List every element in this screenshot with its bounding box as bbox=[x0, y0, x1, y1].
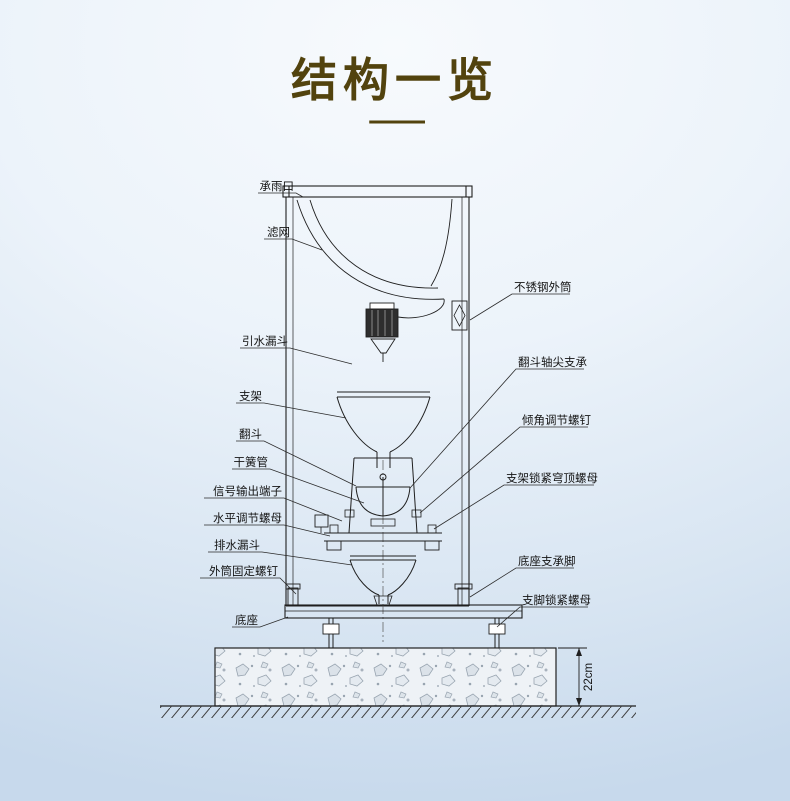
label-cylinder-fixing-screw: 外筒固定螺钉 bbox=[209, 564, 278, 578]
label-reed-switch: 干簧管 bbox=[234, 455, 269, 469]
label-level-adjust-nut: 水平调节螺母 bbox=[213, 512, 282, 525]
mounting-plate bbox=[314, 514, 442, 551]
label-stainless-outer-cylinder: 不锈钢外筒 bbox=[514, 280, 572, 294]
label-rain-inlet: 承雨口 bbox=[260, 180, 295, 193]
label-base-support-foot: 底座支承脚 bbox=[518, 554, 576, 568]
label-base: 底座 bbox=[235, 613, 258, 627]
label-tipping-bucket: 翻斗 bbox=[239, 427, 262, 441]
label-bracket: 支架 bbox=[239, 390, 262, 403]
label-drain-funnel: 排水漏斗 bbox=[214, 538, 260, 552]
filter-screen-unit bbox=[365, 302, 399, 362]
base-plate bbox=[284, 583, 523, 619]
label-tilt-adjust-screw: 倾角调节螺钉 bbox=[522, 414, 591, 427]
tipping-bucket-shape bbox=[355, 473, 411, 527]
label-filter-screen: 滤网 bbox=[267, 226, 290, 239]
label-water-guide-funnel: 引水漏斗 bbox=[242, 334, 288, 348]
concrete-foundation bbox=[214, 647, 557, 707]
label-bracket-lock-nut: 支架锁紧穹顶螺母 bbox=[506, 471, 598, 485]
label-foot-lock-nut: 支脚锁紧螺母 bbox=[522, 593, 591, 607]
rain-collector-rim bbox=[282, 185, 473, 198]
label-signal-output-terminal: 信号输出端子 bbox=[213, 484, 282, 498]
part-labels: 承雨口 滤网 引水漏斗 支架 翻斗 干簧管 信号输出端子 水平调节螺母 排水漏斗… bbox=[209, 180, 598, 627]
title-divider: —— bbox=[369, 104, 425, 137]
water-guide-funnel-shape bbox=[336, 391, 431, 468]
dimension-22cm bbox=[558, 647, 587, 707]
label-bucket-pivot-support: 翻斗轴尖支承 bbox=[518, 355, 587, 369]
leader-lines bbox=[200, 192, 594, 628]
outer-cylinder-walls bbox=[285, 197, 470, 607]
dimension-label: 22cm bbox=[583, 663, 595, 691]
ground-line bbox=[160, 705, 636, 718]
page-title: 结构一览 bbox=[291, 54, 499, 106]
collector-funnel-curves bbox=[296, 198, 453, 319]
drain-funnel-shape bbox=[349, 555, 417, 606]
